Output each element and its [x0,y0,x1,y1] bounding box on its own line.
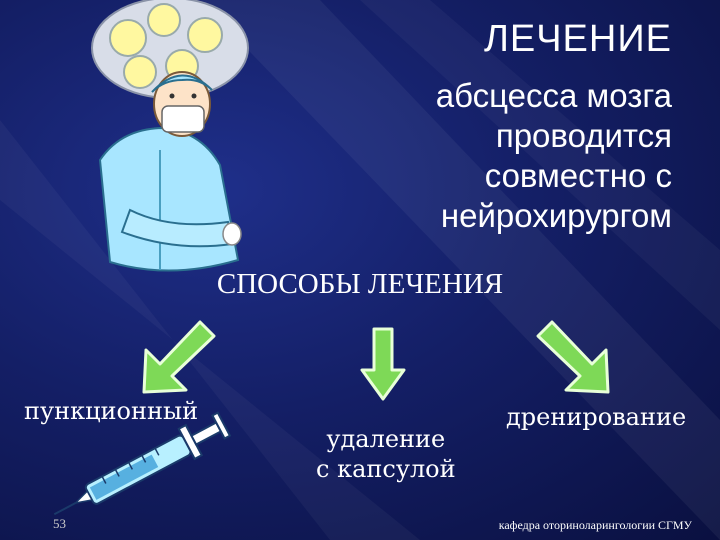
method-removal-line: с капсулой [316,455,456,483]
surgeon-clipart-icon [91,0,249,272]
green-arrow-icon [536,320,610,394]
methods-heading: СПОСОБЫ ЛЕЧЕНИЯ [216,268,504,300]
slide-title: ЛЕЧЕНИЕ [483,18,672,60]
method-removal: удаление с капсулой [316,424,456,484]
green-arrow-icon [360,327,406,401]
method-removal-line: удаление [326,425,446,453]
footer-department: кафедра оториноларингологии СГМУ [498,518,692,532]
slide-number: 53 [53,516,66,531]
green-arrow-icon [142,320,216,394]
method-drainage: дренирование [506,403,687,431]
method-puncture: пункционный [24,397,199,425]
syringe-clipart-icon [53,411,232,516]
subtitle-line: совместно с [484,157,672,194]
subtitle-line: абсцесса мозга [435,77,672,114]
slide-subtitle: абсцесса мозга проводится совместно с не… [436,76,672,236]
subtitle-line: нейрохирургом [440,197,672,234]
subtitle-line: проводится [495,117,672,154]
